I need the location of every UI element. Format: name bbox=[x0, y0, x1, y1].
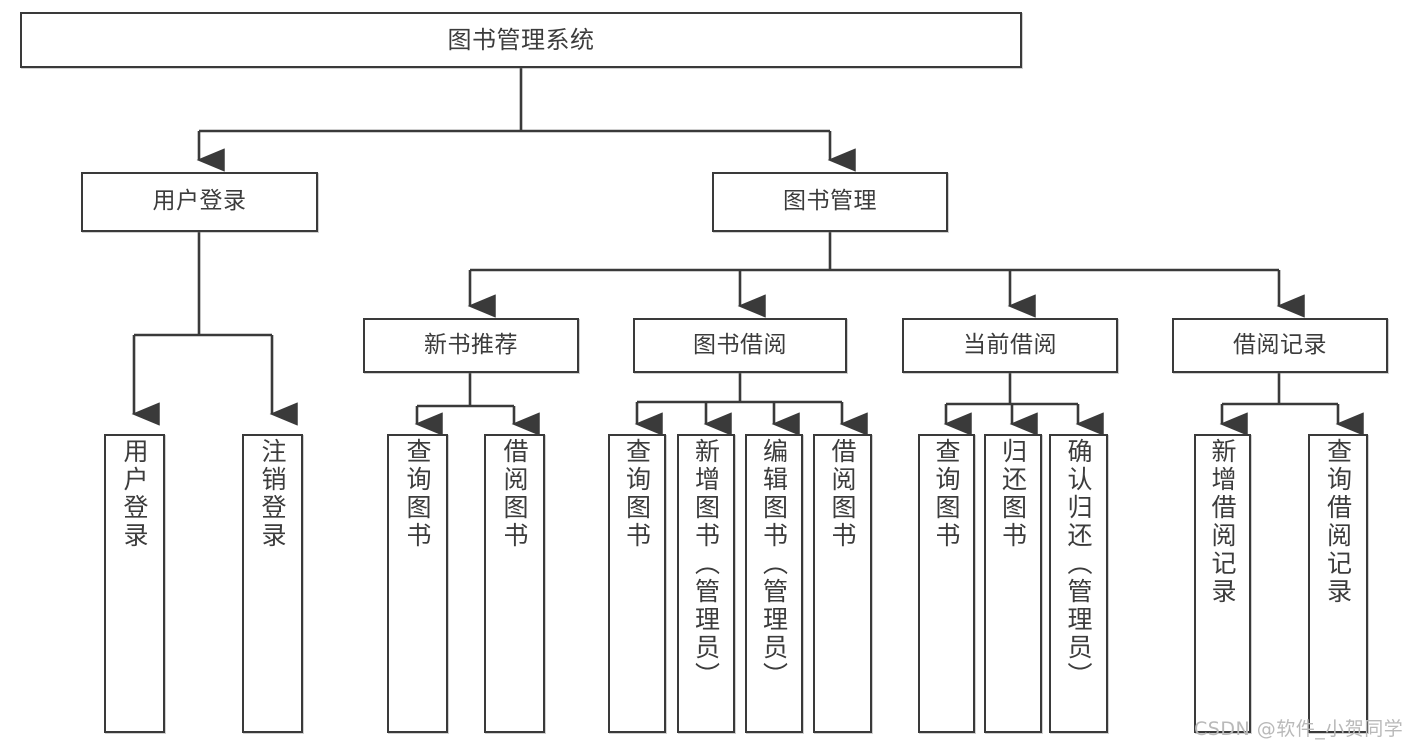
leaf-borrow-book[interactable]: 借阅图书 bbox=[813, 434, 872, 733]
node-book-management[interactable]: 图书管理 bbox=[712, 172, 948, 232]
node-label: 当前借阅 bbox=[963, 331, 1057, 358]
node-label: 用户登录 bbox=[120, 438, 149, 550]
node-label: 新增图书（管理员） bbox=[691, 438, 721, 690]
leaf-return-book[interactable]: 归还图书 bbox=[984, 434, 1042, 733]
node-book-borrow[interactable]: 图书借阅 bbox=[633, 318, 847, 373]
node-new-book-recommendation[interactable]: 新书推荐 bbox=[363, 318, 579, 373]
node-label: 查询图书 bbox=[932, 438, 961, 550]
leaf-add-borrow-record[interactable]: 新增借阅记录 bbox=[1194, 434, 1251, 733]
leaf-add-book-admin[interactable]: 新增图书（管理员） bbox=[677, 434, 735, 733]
csdn-watermark: CSDN @软件_小贺同学 bbox=[1194, 718, 1404, 740]
node-label: 图书管理系统 bbox=[447, 25, 595, 54]
node-borrow-record[interactable]: 借阅记录 bbox=[1172, 318, 1388, 373]
leaf-query-book-current[interactable]: 查询图书 bbox=[918, 434, 975, 733]
node-label: 新书推荐 bbox=[424, 331, 518, 358]
node-label: 借阅记录 bbox=[1233, 331, 1327, 358]
node-label: 查询借阅记录 bbox=[1323, 438, 1353, 606]
node-label: 归还图书 bbox=[998, 438, 1028, 550]
node-label: 用户登录 bbox=[152, 188, 247, 215]
leaf-confirm-return-admin[interactable]: 确认归还（管理员） bbox=[1049, 434, 1108, 733]
node-label: 确认归还（管理员） bbox=[1064, 438, 1093, 690]
node-root-book-management-system[interactable]: 图书管理系统 bbox=[20, 12, 1022, 68]
leaf-query-book-recommend[interactable]: 查询图书 bbox=[387, 434, 448, 733]
node-current-borrow[interactable]: 当前借阅 bbox=[902, 318, 1118, 373]
node-label: 借阅图书 bbox=[500, 438, 529, 550]
node-label: 新增借阅记录 bbox=[1208, 438, 1237, 606]
leaf-logout[interactable]: 注销登录 bbox=[242, 434, 303, 733]
node-label: 注销登录 bbox=[258, 438, 287, 550]
node-user-login[interactable]: 用户登录 bbox=[81, 172, 318, 232]
leaf-edit-book-admin[interactable]: 编辑图书（管理员） bbox=[745, 434, 803, 733]
leaf-user-login[interactable]: 用户登录 bbox=[104, 434, 165, 733]
node-label: 查询图书 bbox=[622, 438, 652, 550]
node-label: 图书管理 bbox=[783, 188, 877, 215]
node-label: 借阅图书 bbox=[828, 438, 857, 550]
node-label: 查询图书 bbox=[403, 438, 432, 550]
leaf-query-book-borrow[interactable]: 查询图书 bbox=[608, 434, 666, 733]
leaf-query-borrow-record[interactable]: 查询借阅记录 bbox=[1308, 434, 1368, 733]
leaf-borrow-book-recommend[interactable]: 借阅图书 bbox=[484, 434, 545, 733]
node-label: 图书借阅 bbox=[693, 331, 787, 358]
node-label: 编辑图书（管理员） bbox=[759, 438, 789, 690]
